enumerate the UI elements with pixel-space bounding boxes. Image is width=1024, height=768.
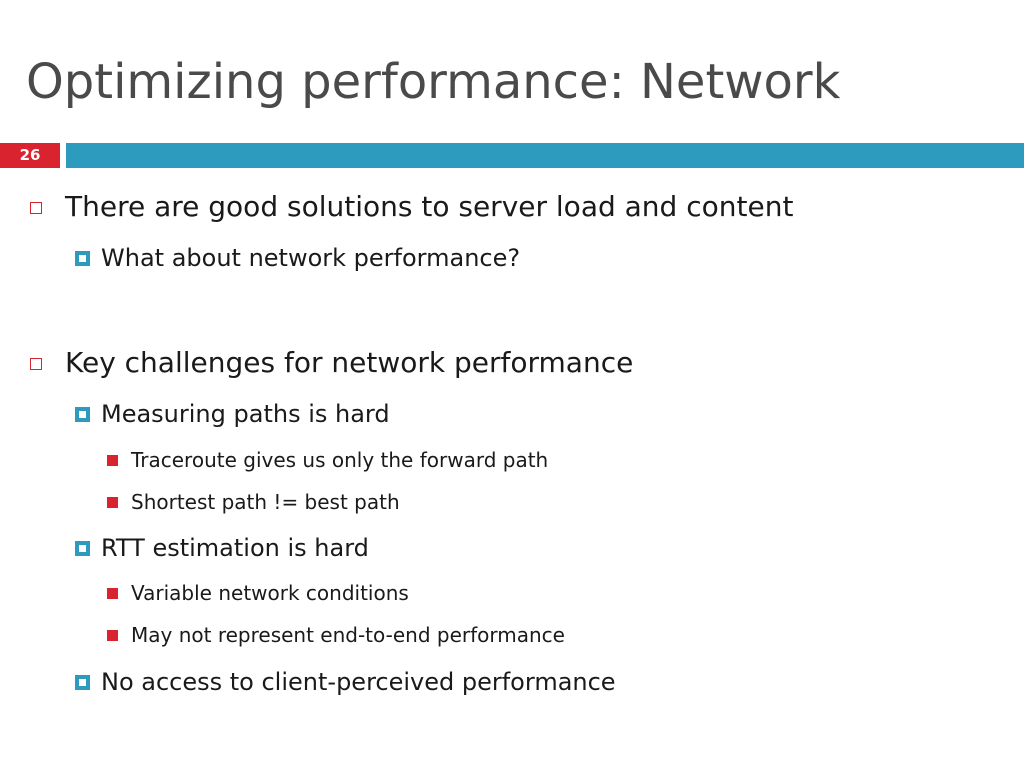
bullet-text: There are good solutions to server load … <box>65 190 794 223</box>
blue-square-bullet-icon <box>75 251 90 266</box>
bullet-text: Shortest path != best path <box>131 490 400 514</box>
red-square-bullet-icon <box>107 588 118 599</box>
bullet-text: Key challenges for network performance <box>65 346 634 379</box>
red-square-bullet-icon <box>107 630 118 641</box>
bullet-text: Traceroute gives us only the forward pat… <box>131 448 549 472</box>
bullet-text: Variable network conditions <box>131 581 409 605</box>
blue-square-bullet-icon <box>75 675 90 690</box>
bullet-text: What about network performance? <box>101 244 521 272</box>
blue-square-bullet-icon <box>75 541 90 556</box>
hollow-square-bullet-icon <box>30 202 42 214</box>
slide-title: Optimizing performance: Network <box>26 54 841 110</box>
red-square-bullet-icon <box>107 497 118 508</box>
slide-number-badge: 26 <box>0 143 60 168</box>
hollow-square-bullet-icon <box>30 358 42 370</box>
bullet-text: May not represent end-to-end performance <box>131 623 565 647</box>
bullet-text: RTT estimation is hard <box>101 534 369 562</box>
red-square-bullet-icon <box>107 455 118 466</box>
blue-square-bullet-icon <box>75 407 90 422</box>
bullet-text: Measuring paths is hard <box>101 400 390 428</box>
bullet-text: No access to client-perceived performanc… <box>101 668 616 696</box>
title-divider-bar <box>66 143 1024 168</box>
